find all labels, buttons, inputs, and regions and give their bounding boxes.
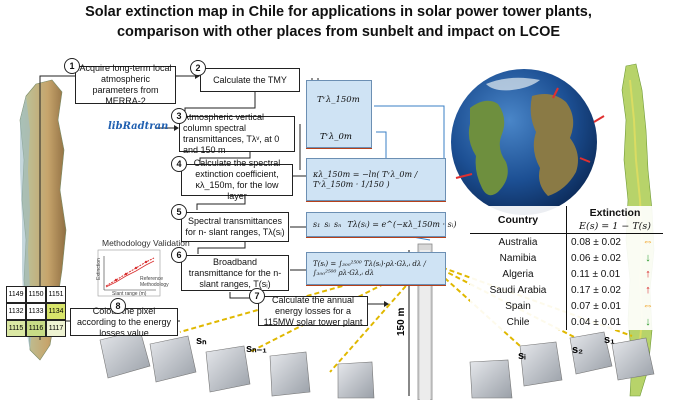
step-2-text: Calculate the TMY — [213, 74, 287, 85]
pixel-cell: 1133 — [26, 303, 46, 320]
step-4-number: 4 — [171, 156, 187, 172]
slant-label-sn: sₙ — [196, 335, 207, 347]
step-6-box: Broadband transmittance for the n- slant… — [181, 255, 289, 291]
pixel-cell: 1151 — [46, 286, 66, 303]
step-1-box: Acquire long-term local atmospheric para… — [75, 63, 176, 106]
validation-legend-methodology: Methodology — [140, 282, 169, 288]
step-6-text: Broadband transmittance for the n- slant… — [188, 256, 282, 289]
pixel-cell: 1134 — [46, 303, 66, 320]
trend-arrow-icon: ↓ — [645, 316, 651, 328]
table-row: Algeria 0.11 ± 0.01 ↑ — [470, 266, 663, 282]
step-5-number: 5 — [171, 204, 187, 220]
earth-globe — [451, 69, 605, 215]
pixel-cell: 1132 — [6, 303, 26, 320]
trend-arrow-icon: ⇔ — [642, 300, 654, 312]
step-7-number: 7 — [249, 288, 265, 304]
tv-0m-label: Tᵛλ_0m — [320, 132, 352, 142]
step-8-box: Colour the pixel according to the energy… — [70, 306, 178, 338]
country-cell: Chile — [506, 316, 530, 328]
step-4-box: Calculate the spectral extinction coeffi… — [181, 158, 293, 201]
s1-label: s₁ — [313, 220, 321, 229]
table-row: Spain 0.07 ± 0.01 ⇔ — [470, 298, 663, 314]
country-cell: Algeria — [502, 268, 534, 280]
step-3-text: Atmospheric vertical column spectral tra… — [183, 112, 280, 155]
extinction-cell: 0.06 ± 0.02 — [566, 250, 633, 266]
pixel-cell: 1117 — [46, 320, 66, 337]
trend-arrow-icon: ↑ — [645, 284, 651, 296]
tower-height-label: 150 m — [396, 307, 407, 336]
step-5-box: Spectral transmittances for n- slant ran… — [181, 212, 289, 242]
validation-chart — [97, 249, 161, 297]
broadband-equation: T(sᵢ) = ∫₃₀₀²⁵⁰⁰ Tλ(sᵢ)·ρλ·Gλ,ᵢ dλ / ∫₃₀… — [313, 259, 426, 277]
step-1-text: Acquire long-term local atmospheric para… — [79, 63, 172, 106]
step-7-box: Calculate the annual energy losses for a… — [258, 294, 368, 327]
tv-150m-panel: Tᵛλ_150m — [306, 80, 372, 148]
step-2-number: 2 — [190, 60, 206, 76]
pixel-cell: 1149 — [6, 286, 26, 303]
table-row: Namibia 0.06 ± 0.02 ↓ — [470, 250, 663, 266]
kappa-equation: κλ_150m = −ln( Tᵛλ_0m / Tᵛλ_150m · 1/150… — [313, 169, 418, 189]
sn-label: sₙ — [334, 220, 342, 229]
table-row: Australia 0.08 ± 0.02 ⇔ — [470, 233, 663, 250]
validation-legend-reference: Reference — [140, 276, 164, 282]
table-row: Saudi Arabia 0.17 ± 0.02 ↑ — [470, 282, 663, 298]
si-label: sᵢ — [324, 220, 331, 229]
step-4-text: Calculate the spectral extinction coeffi… — [193, 158, 281, 201]
slant-label-s2: s₂ — [572, 344, 584, 356]
country-cell: Spain — [505, 300, 531, 312]
slant-label-sn-1: sₙ₋₁ — [246, 343, 267, 355]
step-3-number: 3 — [171, 108, 187, 124]
validation-title: Methodology Validation — [102, 238, 190, 248]
country-cell: Saudi Arabia — [489, 284, 547, 296]
trend-arrow-icon: ⇔ — [642, 236, 654, 248]
country-cell: Namibia — [499, 252, 537, 264]
extinction-cell: 0.11 ± 0.01 — [566, 266, 633, 282]
extinction-cell: 0.08 ± 0.02 — [566, 233, 633, 250]
step-8-number: 8 — [110, 298, 126, 314]
table-row: Chile 0.04 ± 0.01 ↓ — [470, 314, 663, 330]
step-1-number: 1 — [64, 58, 80, 74]
slant-label-si: sᵢ — [518, 350, 526, 362]
broadband-equation-panel: T(sᵢ) = ∫₃₀₀²⁵⁰⁰ Tλ(sᵢ)·ρλ·Gλ,ᵢ dλ / ∫₃₀… — [306, 252, 446, 285]
table-header-extinction: Extinction — [566, 206, 663, 220]
validation-ylabel: Extinction — [95, 258, 102, 280]
table-header-formula: E(s) = 1 − T(s) — [566, 220, 663, 234]
trend-arrow-icon: ↑ — [645, 268, 651, 280]
slant-label-s1: s₁ — [604, 334, 615, 346]
slant-transmittance-panel: s₁ sᵢ sₙ Tλ(sᵢ) = e^(−κλ_150m · sᵢ) — [306, 212, 456, 237]
pixel-grid: 1149 1150 1151 1132 1133 1134 1115 1116 … — [6, 286, 66, 338]
pixel-cell: 1115 — [6, 320, 26, 337]
step-6-number: 6 — [171, 247, 187, 263]
heliostat-field — [99, 329, 655, 399]
validation-xlabel: Slant range (m) — [112, 291, 147, 297]
country-cell: Australia — [498, 236, 538, 248]
pixel-cell: 1116 — [26, 320, 46, 337]
extinction-cell: 0.07 ± 0.01 — [566, 298, 633, 314]
table-header-country: Country — [470, 206, 567, 234]
extinction-table: Country Extinction E(s) = 1 − T(s) Austr… — [470, 206, 663, 330]
extinction-cell: 0.04 ± 0.01 — [566, 314, 633, 330]
step-2-box: Calculate the TMY — [200, 68, 300, 92]
figure-title-line-2: comparison with other places from sunbel… — [116, 24, 561, 40]
libradtran-label: libRadtran — [108, 121, 169, 132]
step-3-box: Atmospheric vertical column spectral tra… — [179, 112, 295, 155]
step-7-text: Calculate the annual energy losses for a… — [263, 294, 363, 327]
ground-lines — [306, 147, 446, 286]
figure-title-line-1: Solar extinction map in Chile for applic… — [85, 4, 592, 20]
tlambda-equation: Tλ(sᵢ) = e^(−κλ_150m · sᵢ) — [347, 220, 457, 229]
pixel-cell: 1150 — [26, 286, 46, 303]
kappa-equation-panel: κλ_150m = −ln( Tᵛλ_0m / Tᵛλ_150m · 1/150… — [306, 158, 446, 201]
step-5-text: Spectral transmittances for n- slant ran… — [185, 216, 285, 237]
tv-150m-label: Tᵛλ_150m — [317, 95, 360, 105]
trend-arrow-icon: ↓ — [645, 252, 651, 264]
extinction-cell: 0.17 ± 0.02 — [566, 282, 633, 298]
